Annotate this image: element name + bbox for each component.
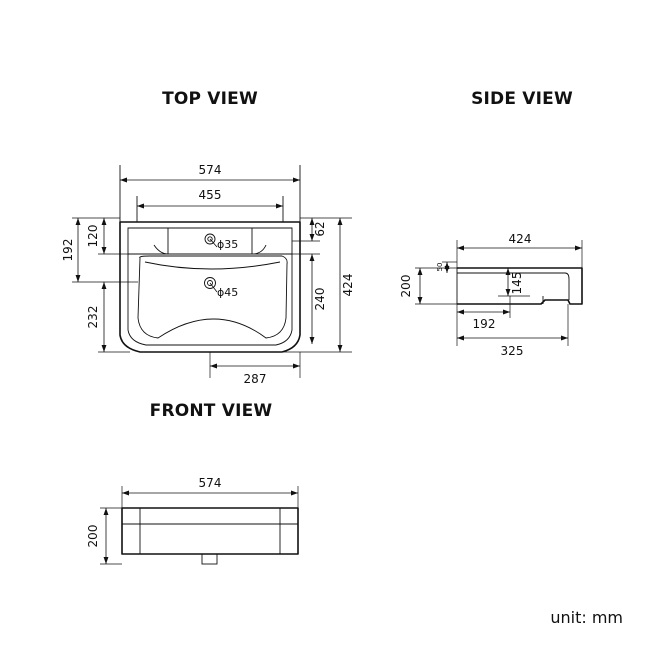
tap-deck bbox=[167, 228, 253, 254]
basin-bowl bbox=[137, 255, 288, 339]
dim-287: 287 bbox=[244, 372, 267, 386]
dim-side-424: 424 bbox=[509, 232, 532, 246]
front-view-heading: FRONT VIEW bbox=[150, 401, 273, 421]
dim-574: 574 bbox=[199, 163, 222, 177]
side-view: 424 200 50 145 192 325 bbox=[399, 232, 583, 358]
side-view-heading: SIDE VIEW bbox=[471, 89, 573, 109]
front-outline bbox=[121, 507, 299, 555]
deck-corners bbox=[153, 244, 267, 255]
dim-side-192: 192 bbox=[473, 317, 496, 331]
top-view: ϕ35 ϕ45 574 455 192 120 232 bbox=[61, 163, 355, 386]
dim-62: 62 bbox=[313, 221, 327, 236]
dim-front-574: 574 bbox=[199, 476, 222, 490]
dim-455: 455 bbox=[199, 188, 222, 202]
dim-side-200: 200 bbox=[399, 275, 413, 298]
dim-424: 424 bbox=[341, 274, 355, 297]
tap-hole-leader bbox=[209, 238, 218, 248]
dim-front-200: 200 bbox=[86, 525, 100, 548]
dim-side-50: 50 bbox=[436, 263, 444, 272]
waste-leader bbox=[209, 282, 218, 293]
top-view-heading: TOP VIEW bbox=[162, 89, 258, 109]
tap-hole-inner bbox=[207, 236, 213, 242]
waste-hole-inner bbox=[207, 280, 213, 286]
waste-hole bbox=[204, 277, 216, 289]
tap-hole-label: ϕ35 bbox=[217, 238, 238, 251]
bowl-back-curve bbox=[144, 261, 281, 270]
tap-hole bbox=[204, 233, 216, 245]
inner-rim bbox=[127, 227, 293, 346]
dim-240: 240 bbox=[313, 288, 327, 311]
side-outline bbox=[457, 267, 583, 305]
front-view: 574 200 bbox=[86, 476, 299, 565]
side-front-curve bbox=[564, 272, 570, 300]
dim-side-325: 325 bbox=[501, 344, 524, 358]
waste-label: ϕ45 bbox=[217, 286, 238, 299]
front-waste-outlet bbox=[201, 553, 218, 565]
dim-120: 120 bbox=[86, 225, 100, 248]
dim-232: 232 bbox=[86, 306, 100, 329]
dim-side-145: 145 bbox=[510, 272, 524, 295]
unit-label: unit: mm bbox=[550, 608, 623, 627]
dim-192: 192 bbox=[61, 239, 75, 262]
